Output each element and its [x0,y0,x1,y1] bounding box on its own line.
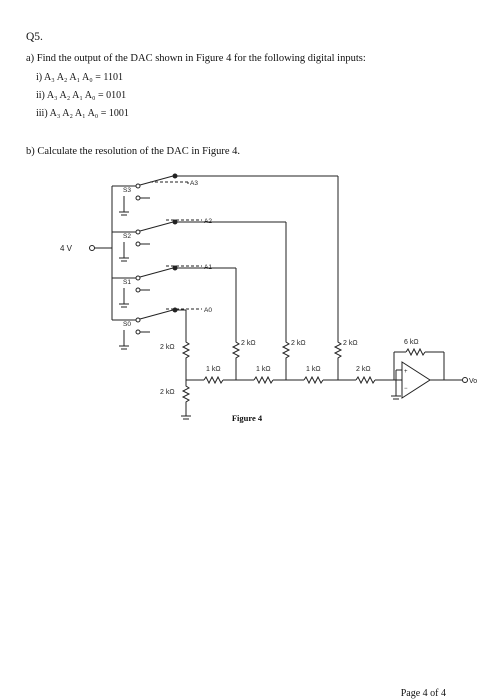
control-label-a3: A3 [190,180,198,187]
figure-caption: Figure 4 [231,413,263,423]
resistor-label-feedback: 6 kΩ [404,339,419,346]
resistor-series-2 [253,375,274,385]
resistor-label-vertical-1: 2 kΩ [241,340,256,347]
resistor-label-shunt-left: 2 kΩ [160,344,175,351]
output-terminal [462,377,468,383]
resistor-shunt-bottom [181,380,191,416]
svg-text:−: − [404,386,408,392]
resistor-label-series-1: 1 kΩ [206,366,221,373]
control-label-a0: A0 [204,307,212,314]
resistor-vertical-2 [231,338,241,380]
input-item-1: i) A₃ A₂ A₁ A₀ = 1101 [36,72,124,83]
page-footer: Page 4 of 4 [400,688,446,699]
resistor-feedback [405,347,426,357]
part-b-text: b) Calculate the resolution of the DAC i… [26,146,241,157]
switch-label-s1: S1 [123,279,131,286]
switch-label-s3: S3 [123,187,131,194]
resistor-label-series-3: 1 kΩ [306,366,321,373]
control-label-a2: A2 [204,218,212,225]
switch-s0 [112,307,202,350]
svg-text:+: + [404,369,408,375]
resistor-label-series-2: 1 kΩ [256,366,271,373]
input-item-2: ii) A₃ A₂ A₁ A₀ = 0101 [36,90,127,101]
control-label-a1: A1 [204,264,212,271]
question-number: Q5. [26,31,43,43]
switch-s3 [112,173,339,338]
part-a-text: a) Find the output of the DAC shown in F… [26,53,366,64]
resistor-series-3 [303,375,324,385]
resistor-vertical-4 [333,338,343,380]
output-label: Vo [469,378,477,385]
resistor-input [355,375,376,385]
resistor-vertical-3 [281,338,291,380]
vref-label: 4 V [60,244,73,253]
resistor-series-1 [203,375,224,385]
resistor-label-input: 2 kΩ [356,366,371,373]
switch-label-s2: S2 [123,233,131,240]
resistor-label-shunt-bottom: 2 kΩ [160,389,175,396]
input-item-3: iii) A₃ A₂ A₁ A₀ = 1001 [36,108,129,119]
switch-s2 [112,219,287,338]
resistor-label-vertical-3: 2 kΩ [343,340,358,347]
resistor-label-vertical-2: 2 kΩ [291,340,306,347]
switch-s1 [112,265,237,338]
switch-label-s0: S0 [123,321,131,328]
resistor-vertical-1 [181,338,191,380]
op-amp: + − [391,361,431,400]
vref-terminal [89,245,95,251]
